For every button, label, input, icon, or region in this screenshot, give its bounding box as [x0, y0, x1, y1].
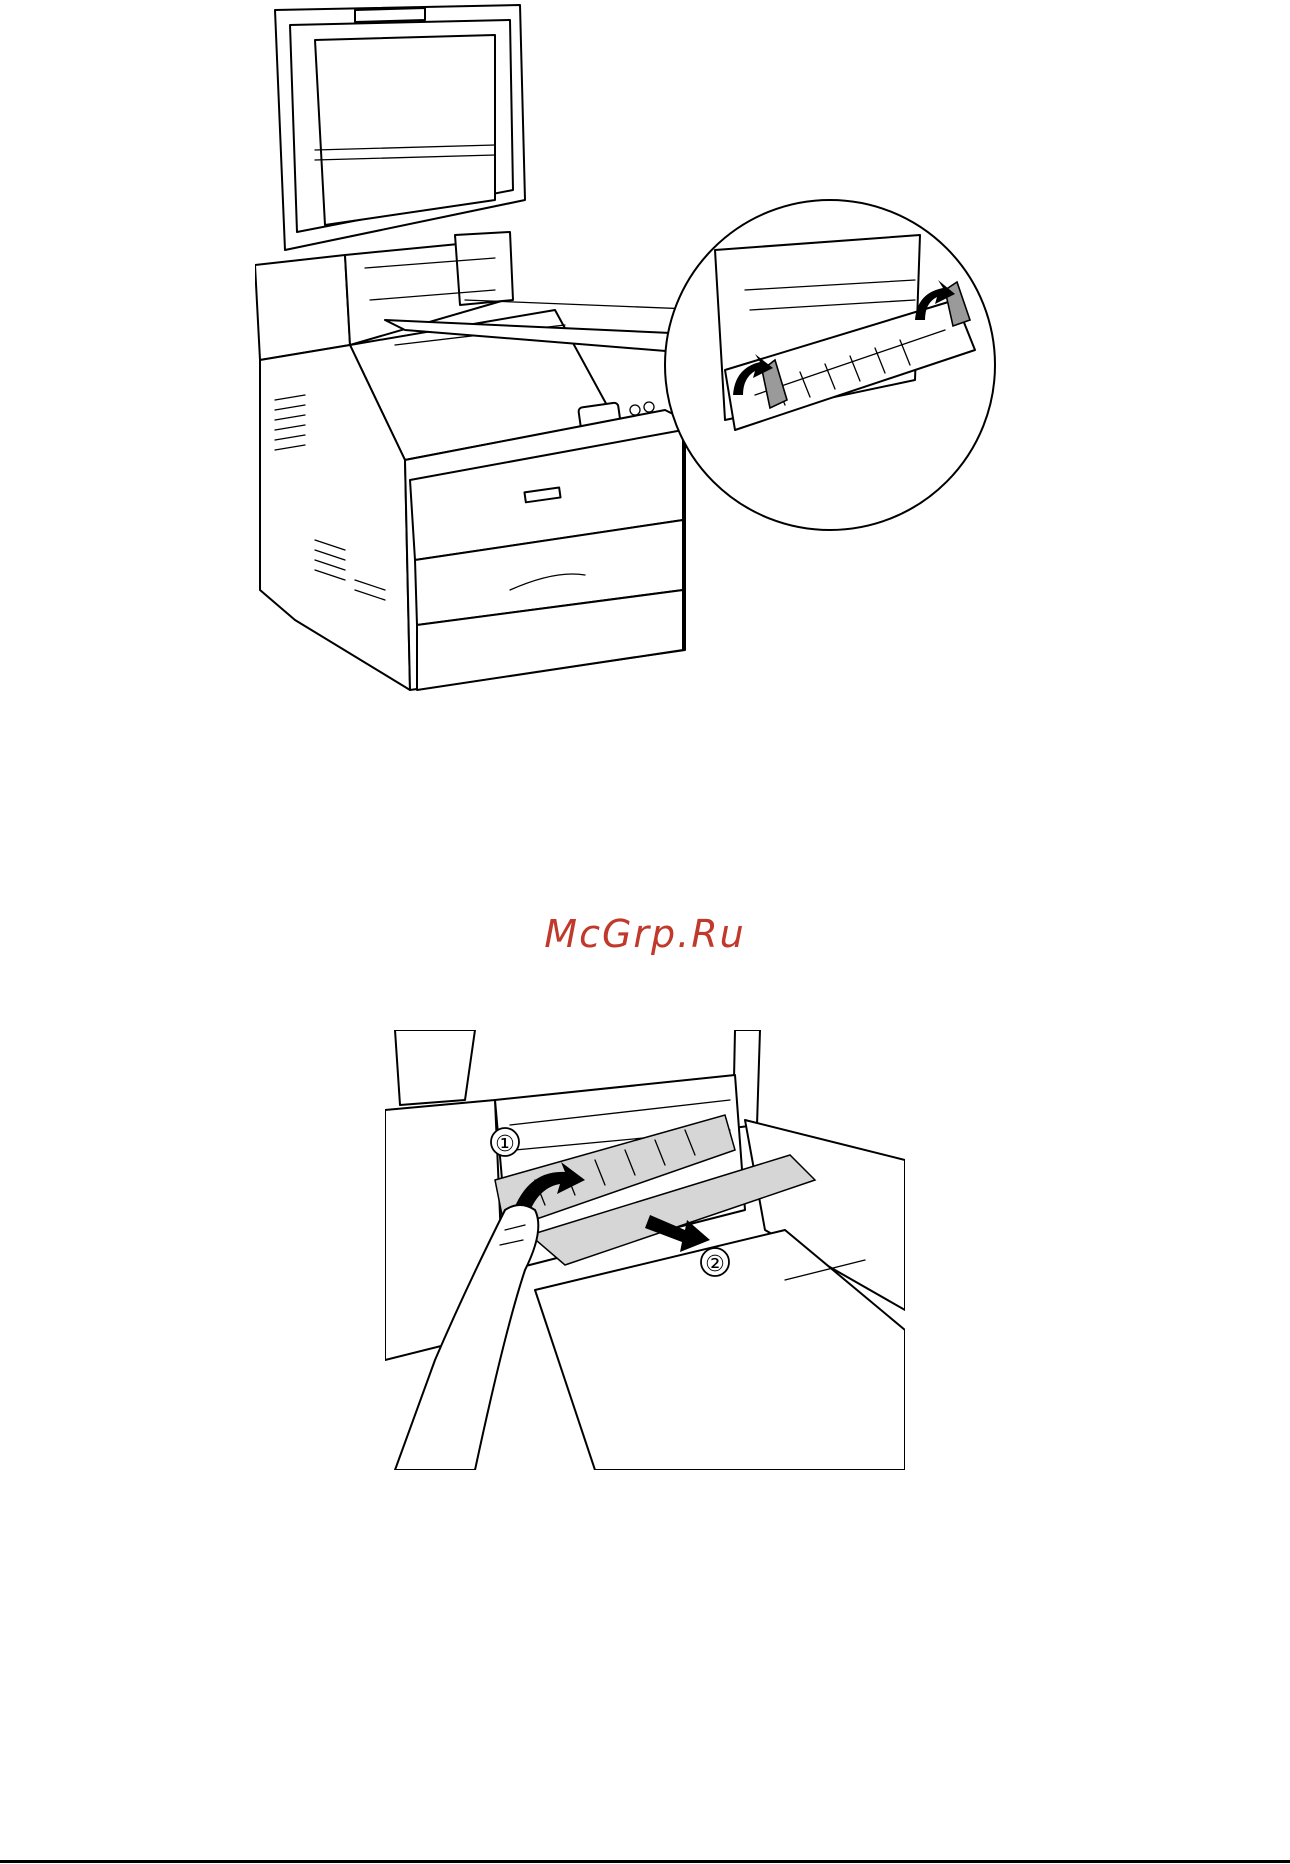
printer-drawing: [255, 0, 1035, 700]
callout-2-label: ②: [705, 1252, 725, 1277]
callout-2: ②: [701, 1248, 729, 1277]
callout-1: ①: [491, 1128, 519, 1157]
fuser-zoom-circle: [665, 200, 995, 530]
paper-jam-removal-illustration: ① ②: [385, 1030, 905, 1470]
callout-1-label: ①: [495, 1132, 515, 1157]
jam-removal-drawing: ① ②: [385, 1030, 905, 1470]
watermark-text: McGrp.Ru: [0, 912, 1290, 956]
printer-illustration-top: [255, 0, 1035, 700]
scanner-lid: [275, 5, 525, 250]
page-bottom-rule: [0, 1860, 1290, 1863]
